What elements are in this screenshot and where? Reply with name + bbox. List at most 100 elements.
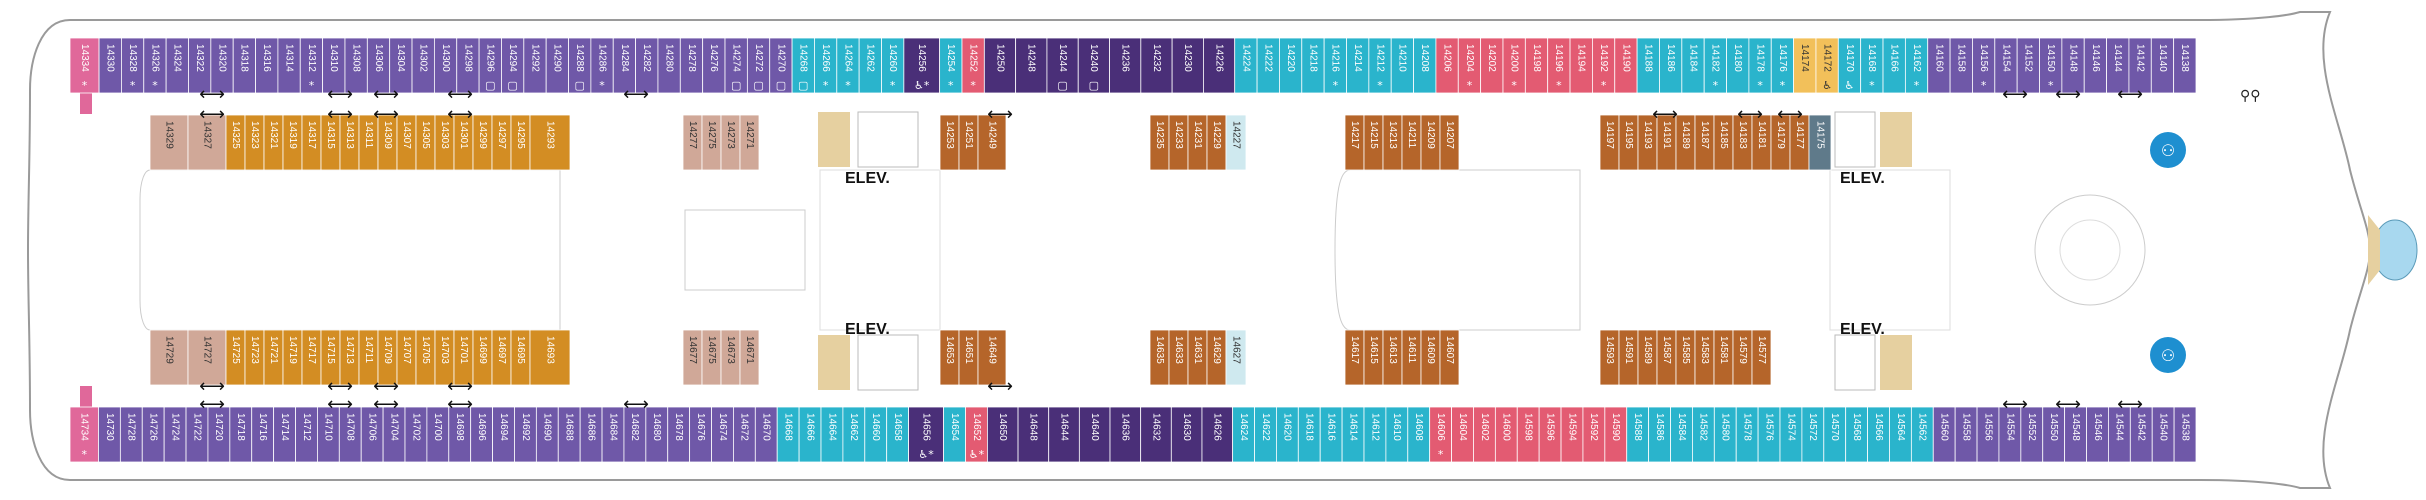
cabin-14162[interactable]: 14162* (1904, 37, 1929, 94)
cabin-14604[interactable]: 14604 (1451, 406, 1474, 463)
cabin-14696[interactable]: 14696 (470, 406, 493, 463)
cabin-14688[interactable]: 14688 (557, 406, 581, 463)
cabin-14172[interactable]: 14172♿ (1815, 37, 1839, 94)
cabin-14609[interactable]: 14609 (1420, 329, 1441, 386)
cabin-14183[interactable]: 14183 (1732, 114, 1753, 171)
cabin-14577[interactable]: 14577 (1751, 329, 1772, 386)
cabin-14560[interactable]: 14560 (1932, 406, 1956, 463)
cabin-14723[interactable]: 14723 (244, 329, 265, 386)
cabin-14673[interactable]: 14673 (720, 329, 741, 386)
cabin-14730[interactable]: 14730 (98, 406, 121, 463)
cabin-14718[interactable]: 14718 (229, 406, 253, 463)
cabin-14591[interactable]: 14591 (1618, 329, 1639, 386)
cabin-14699[interactable]: 14699 (472, 329, 493, 386)
cabin-14581[interactable]: 14581 (1713, 329, 1734, 386)
cabin-14548[interactable]: 14548 (2064, 406, 2087, 463)
cabin-14652[interactable]: 14652♿* (965, 406, 988, 463)
cabin-14550[interactable]: 14550 (2042, 406, 2066, 463)
cabin-14556[interactable]: 14556 (1976, 406, 2000, 463)
cabin-14210[interactable]: 14210 (1390, 37, 1414, 94)
cabin-14676[interactable]: 14676 (689, 406, 712, 463)
cabin-14330[interactable]: 14330 (98, 37, 122, 94)
cabin-14297[interactable]: 14297 (491, 114, 512, 171)
cabin-14218[interactable]: 14218 (1301, 37, 1325, 94)
cabin-14222[interactable]: 14222 (1256, 37, 1280, 94)
cabin-14226[interactable]: 14226 (1203, 37, 1236, 94)
cabin-14592[interactable]: 14592 (1582, 406, 1606, 463)
cabin-14224[interactable]: 14224 (1234, 37, 1258, 94)
cabin-14693[interactable]: 14693 (529, 329, 571, 386)
cabin-14583[interactable]: 14583 (1694, 329, 1715, 386)
cabin-14334[interactable]: 14334* (69, 37, 100, 94)
cabin-14323[interactable]: 14323 (244, 114, 265, 171)
cabin-14627[interactable]: 14627 (1225, 329, 1247, 386)
cabin-14158[interactable]: 14158 (1949, 37, 1973, 94)
cabin-14180[interactable]: 14180 (1726, 37, 1750, 94)
cabin-14174[interactable]: 14174 (1793, 37, 1817, 94)
cabin-14200[interactable]: 14200* (1502, 37, 1526, 94)
cabin-14576[interactable]: 14576 (1757, 406, 1781, 463)
cabin-14629[interactable]: 14629 (1206, 329, 1227, 386)
cabin-14192[interactable]: 14192* (1592, 37, 1616, 94)
cabin-14622[interactable]: 14622 (1254, 406, 1277, 463)
cabin-14175[interactable]: 14175 (1808, 114, 1832, 171)
cabin-14184[interactable]: 14184 (1681, 37, 1705, 94)
cabin-14250[interactable]: 14250 (983, 37, 1017, 94)
cabin-14671[interactable]: 14671 (739, 329, 760, 386)
cabin-14309[interactable]: 14309 (377, 114, 398, 171)
cabin-14698[interactable]: 14698 (448, 406, 472, 463)
cabin-14564[interactable]: 14564 (1889, 406, 1912, 463)
cabin-14278[interactable]: 14278 (679, 37, 704, 94)
cabin-14229[interactable]: 14229 (1206, 114, 1227, 171)
cabin-14703[interactable]: 14703 (434, 329, 455, 386)
cabin-14314[interactable]: 14314 (277, 37, 301, 94)
cabin-14580[interactable]: 14580 (1713, 406, 1737, 463)
cabin-14319[interactable]: 14319 (282, 114, 303, 171)
cabin-14712[interactable]: 14712 (295, 406, 318, 463)
cabin-14254[interactable]: 14254* (939, 37, 963, 94)
cabin-14707[interactable]: 14707 (396, 329, 417, 386)
cabin-14138[interactable]: 14138 (2173, 37, 2197, 94)
cabin-14329[interactable]: 14329 (149, 114, 189, 171)
cabin-14232[interactable]: 14232 (1140, 37, 1173, 94)
cabin-14729[interactable]: 14729 (149, 329, 189, 386)
cabin-14262[interactable]: 14262 (858, 37, 882, 94)
cabin-14584[interactable]: 14584 (1670, 406, 1693, 463)
cabin-14651[interactable]: 14651 (958, 329, 979, 386)
cabin-14546[interactable]: 14546 (2086, 406, 2109, 463)
cabin-14574[interactable]: 14574 (1779, 406, 1803, 463)
cabin-14702[interactable]: 14702 (404, 406, 428, 463)
cabin-14215[interactable]: 14215 (1363, 114, 1384, 171)
cabin-14593[interactable]: 14593 (1599, 329, 1620, 386)
cabin-14193[interactable]: 14193 (1637, 114, 1658, 171)
cabin-14626[interactable]: 14626 (1201, 406, 1234, 463)
cabin-14664[interactable]: 14664 (820, 406, 844, 463)
cabin-14318[interactable]: 14318 (232, 37, 256, 94)
cabin-14690[interactable]: 14690 (535, 406, 559, 463)
cabin-14589[interactable]: 14589 (1637, 329, 1658, 386)
cabin-14248[interactable]: 14248 (1015, 37, 1048, 94)
cabin-14208[interactable]: 14208 (1413, 37, 1437, 94)
cabin-14680[interactable]: 14680 (645, 406, 669, 463)
cabin-14322[interactable]: 14322 (188, 37, 212, 94)
cabin-14194[interactable]: 14194 (1569, 37, 1593, 94)
cabin-14266[interactable]: 14266* (814, 37, 838, 94)
cabin-14321[interactable]: 14321 (263, 114, 284, 171)
cabin-14166[interactable]: 14166 (1882, 37, 1906, 94)
cabin-14616[interactable]: 14616 (1319, 406, 1343, 463)
cabin-14675[interactable]: 14675 (701, 329, 722, 386)
cabin-14672[interactable]: 14672 (733, 406, 756, 463)
cabin-14274[interactable]: 14274▢ (724, 37, 748, 94)
cabin-14715[interactable]: 14715 (320, 329, 341, 386)
cabin-14190[interactable]: 14190 (1614, 37, 1638, 94)
cabin-14324[interactable]: 14324 (165, 37, 189, 94)
cabin-14554[interactable]: 14554 (1998, 406, 2022, 463)
cabin-14305[interactable]: 14305 (415, 114, 436, 171)
cabin-14590[interactable]: 14590 (1604, 406, 1628, 463)
cabin-14160[interactable]: 14160 (1927, 37, 1951, 94)
cabin-14170[interactable]: 14170♿ (1837, 37, 1862, 94)
cabin-14312[interactable]: 14312* (299, 37, 324, 94)
cabin-14212[interactable]: 14212* (1368, 37, 1392, 94)
cabin-14636[interactable]: 14636 (1109, 406, 1142, 463)
cabin-14542[interactable]: 14542 (2129, 406, 2153, 463)
